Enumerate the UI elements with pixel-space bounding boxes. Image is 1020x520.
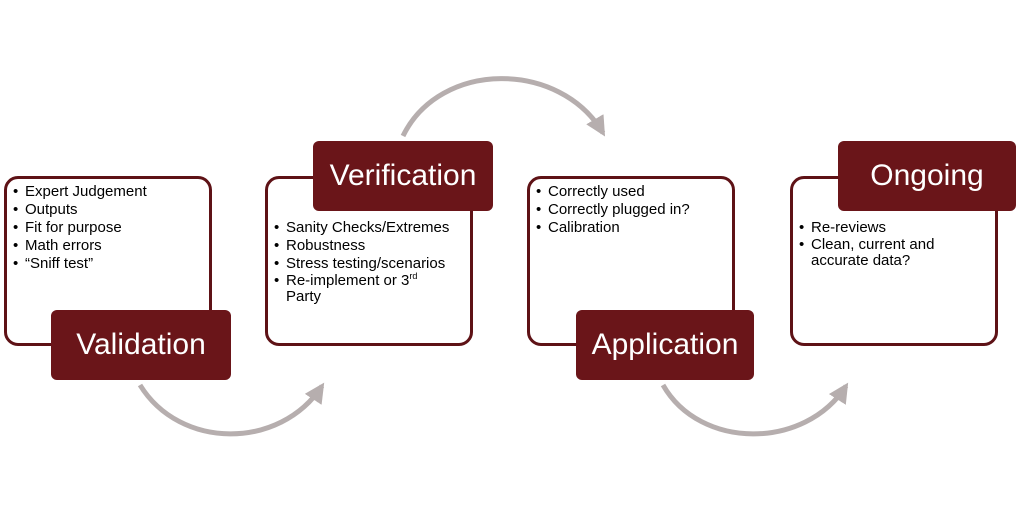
arrow-validation-to-verification: [137, 382, 325, 437]
list-item: Re-reviews: [799, 219, 945, 237]
list-item: Clean, current and accurate data?: [799, 237, 945, 269]
validation-card: Expert Judgement Outputs Fit for purpose…: [4, 176, 212, 346]
ongoing-list: Re-reviews Clean, current and accurate d…: [799, 219, 945, 269]
list-item: Fit for purpose: [13, 219, 203, 237]
list-item: Robustness: [274, 237, 464, 255]
list-item: Expert Judgement: [13, 183, 203, 201]
ongoing-label: Ongoing: [838, 141, 1016, 211]
list-item-text: Re-implement or 3: [286, 272, 410, 289]
validation-label: Validation: [51, 310, 231, 380]
list-item: Correctly used: [536, 183, 726, 201]
verification-list: Sanity Checks/Extremes Robustness Stress…: [274, 219, 464, 305]
verification-label: Verification: [313, 141, 493, 211]
list-item: Outputs: [13, 201, 203, 219]
list-item: Math errors: [13, 237, 203, 255]
superscript: rd: [409, 271, 418, 281]
list-item-text-tail: Party: [286, 288, 322, 305]
list-item: Sanity Checks/Extremes: [274, 219, 464, 237]
application-list: Correctly used Correctly plugged in? Cal…: [536, 183, 726, 237]
arrow-application-to-ongoing: [660, 382, 849, 437]
application-label: Application: [576, 310, 754, 380]
validation-list: Expert Judgement Outputs Fit for purpose…: [13, 183, 203, 273]
list-item: Stress testing/scenarios: [274, 255, 464, 273]
list-item: Correctly plugged in?: [536, 201, 726, 219]
list-item: Calibration: [536, 219, 726, 237]
arrow-verification-to-application: [400, 76, 606, 138]
list-item: “Sniff test”: [13, 255, 203, 273]
